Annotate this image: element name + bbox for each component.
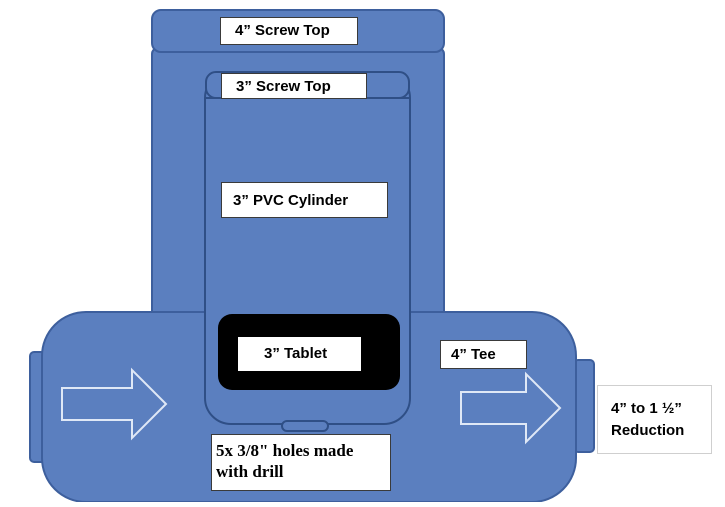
screw-top-4-label: 4” Screw Top [220,17,358,45]
tee-label: 4” Tee [440,340,527,369]
screw-top-3-label: 3” Screw Top [221,73,367,99]
drain-hole [281,420,329,432]
tablet-label: 3” Tablet [238,337,361,371]
arrow-icon [460,371,562,445]
reduction-label: 4” to 1 ½” Reduction [597,385,712,454]
holes-label: 5x 3/8" holes made with drill [211,434,391,491]
arrow-icon [61,367,168,441]
holes-label-line1: 5x 3/8" holes made [216,441,354,460]
reduction-label-line2: Reduction [611,422,685,439]
holes-label-line2: with drill [216,462,284,481]
pvc-cylinder-label: 3” PVC Cylinder [221,182,388,218]
reduction-label-line1: 4” to 1 ½” [611,400,682,417]
